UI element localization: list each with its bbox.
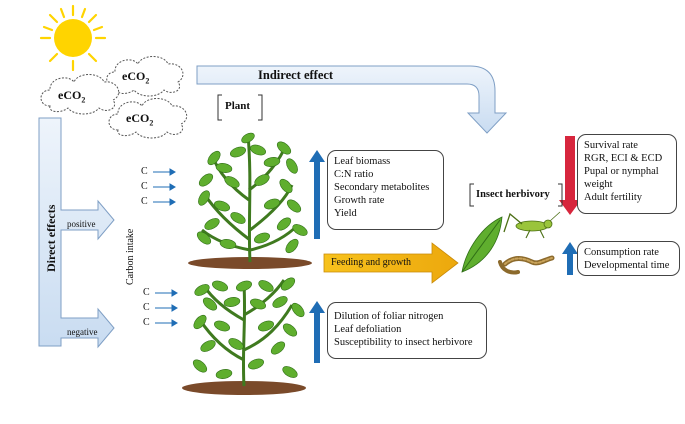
cloud-icon [40, 74, 120, 115]
list-item: Leaf biomass [334, 156, 391, 167]
negative-label: negative [67, 327, 98, 337]
cloud-icon [106, 56, 184, 97]
carbon-symbol: C [141, 196, 148, 207]
carbon-symbol: C [141, 181, 148, 192]
carbon-symbol: C [141, 166, 148, 177]
leaf-icon [461, 216, 503, 273]
indirect-effect-arrow [196, 65, 508, 134]
list-item: Consumption rate [584, 247, 659, 258]
direct-effects-label: Direct effects [44, 204, 58, 272]
increase-arrow-icon [309, 301, 325, 363]
grasshopper-icon [503, 211, 561, 239]
carbon-arrow-icon [155, 289, 178, 297]
increase-arrow-icon [562, 242, 578, 275]
plant-bracket [217, 94, 263, 121]
plant-bottom-icon [182, 277, 306, 395]
feeding-growth-arrow [323, 242, 459, 284]
direct-effects-arrow [38, 117, 115, 349]
list-item: Yield [334, 208, 357, 219]
list-item: Secondary metabolites [334, 182, 430, 193]
insect-herbivory-bracket [469, 183, 563, 207]
larvae-icon [498, 255, 555, 275]
plant-negative-box: Dilution of foliar nitrogen Leaf defolia… [327, 302, 487, 359]
plant-top-icon [188, 132, 312, 269]
carbon-arrow-icon [153, 183, 176, 191]
cloud-icon [108, 98, 188, 139]
insect-increase-box: Consumption rate Developmental time [577, 241, 680, 276]
indirect-effect-label: Indirect effect [258, 68, 334, 82]
positive-label: positive [67, 219, 96, 229]
list-item: RGR, ECI & ECD [584, 153, 663, 164]
eco2-label: eCO2 [58, 88, 86, 105]
carbon-arrow-icon [155, 319, 178, 327]
list-item: Leaf defoliation [334, 324, 402, 335]
increase-arrow-icon [309, 150, 325, 239]
eco2-label: eCO2 [126, 111, 154, 128]
insect-decrease-box: Survival rate RGR, ECI & ECD Pupal or ny… [577, 134, 677, 214]
eco2-label: eCO2 [122, 69, 150, 86]
carbon-arrow-icon [153, 198, 176, 206]
list-item: Survival rate [584, 140, 638, 151]
sun-icon [39, 4, 107, 72]
list-item: Developmental time [584, 260, 670, 271]
plant-increase-box: Leaf biomass C:N ratio Secondary metabol… [327, 150, 444, 230]
list-item: Adult fertility [584, 192, 643, 203]
insect-herbivory-label: Insect herbivory [476, 189, 550, 200]
list-item: Growth rate [334, 195, 385, 206]
plant-label: Plant [225, 100, 251, 112]
carbon-arrow-icon [153, 168, 176, 176]
list-item: Pupal or nymphal [584, 166, 659, 177]
carbon-symbol: C [143, 302, 150, 313]
list-item: weight [584, 179, 613, 190]
list-item: C:N ratio [334, 169, 374, 180]
list-item: Dilution of foliar nitrogen [334, 311, 444, 322]
list-item: Susceptibility to insect herbivore [334, 337, 473, 348]
feeding-growth-label: Feeding and growth [331, 257, 411, 268]
decrease-arrow-icon [559, 136, 581, 215]
carbon-symbol: C [143, 317, 150, 328]
carbon-arrow-icon [155, 304, 178, 312]
carbon-symbol: C [143, 287, 150, 298]
carbon-intake-label: Carbon intake [125, 228, 136, 285]
